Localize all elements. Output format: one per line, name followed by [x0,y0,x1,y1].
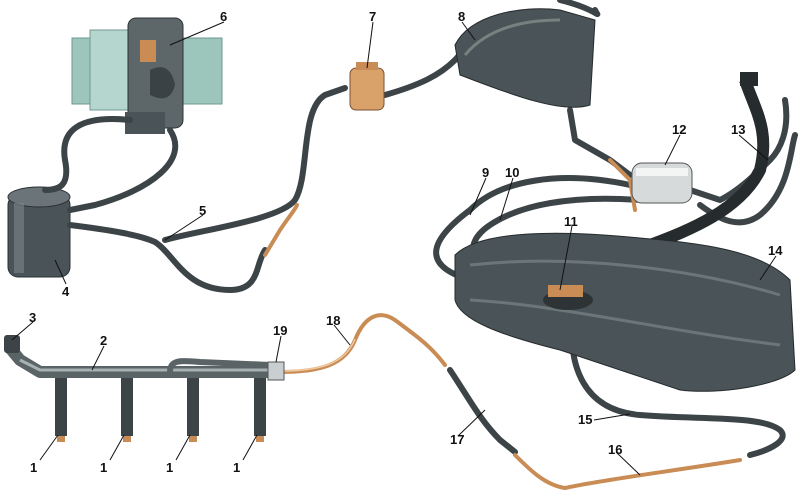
label-13: 13 [731,122,745,137]
label-1a: 1 [30,460,37,475]
fuel-injectors [55,378,266,442]
label-1c: 1 [166,460,173,475]
label-15: 15 [578,412,592,427]
label-6: 6 [220,9,227,24]
label-16: 16 [608,442,622,457]
reservoir [454,8,596,108]
filler-neck [647,78,770,251]
label-9: 9 [482,165,489,180]
label-1d: 1 [233,460,240,475]
fuel-tank [454,232,796,392]
label-12: 12 [672,122,686,137]
fuel-filter [631,162,693,204]
label-11: 11 [564,214,578,229]
fuel-filter-small [349,62,385,111]
label-18: 18 [326,313,340,328]
label-19: 19 [273,323,287,338]
label-8: 8 [458,9,465,24]
canister [7,186,71,278]
fuel-rail [4,335,285,381]
label-7: 7 [369,9,376,24]
label-2: 2 [100,333,107,348]
label-4: 4 [62,284,70,299]
leader-lines [11,21,777,476]
label-5: 5 [199,203,206,218]
label-3: 3 [29,310,36,325]
label-10: 10 [505,165,519,180]
label-14: 14 [768,243,783,258]
label-1b: 1 [100,460,107,475]
throttle-body [71,17,223,134]
label-17: 17 [450,432,464,447]
